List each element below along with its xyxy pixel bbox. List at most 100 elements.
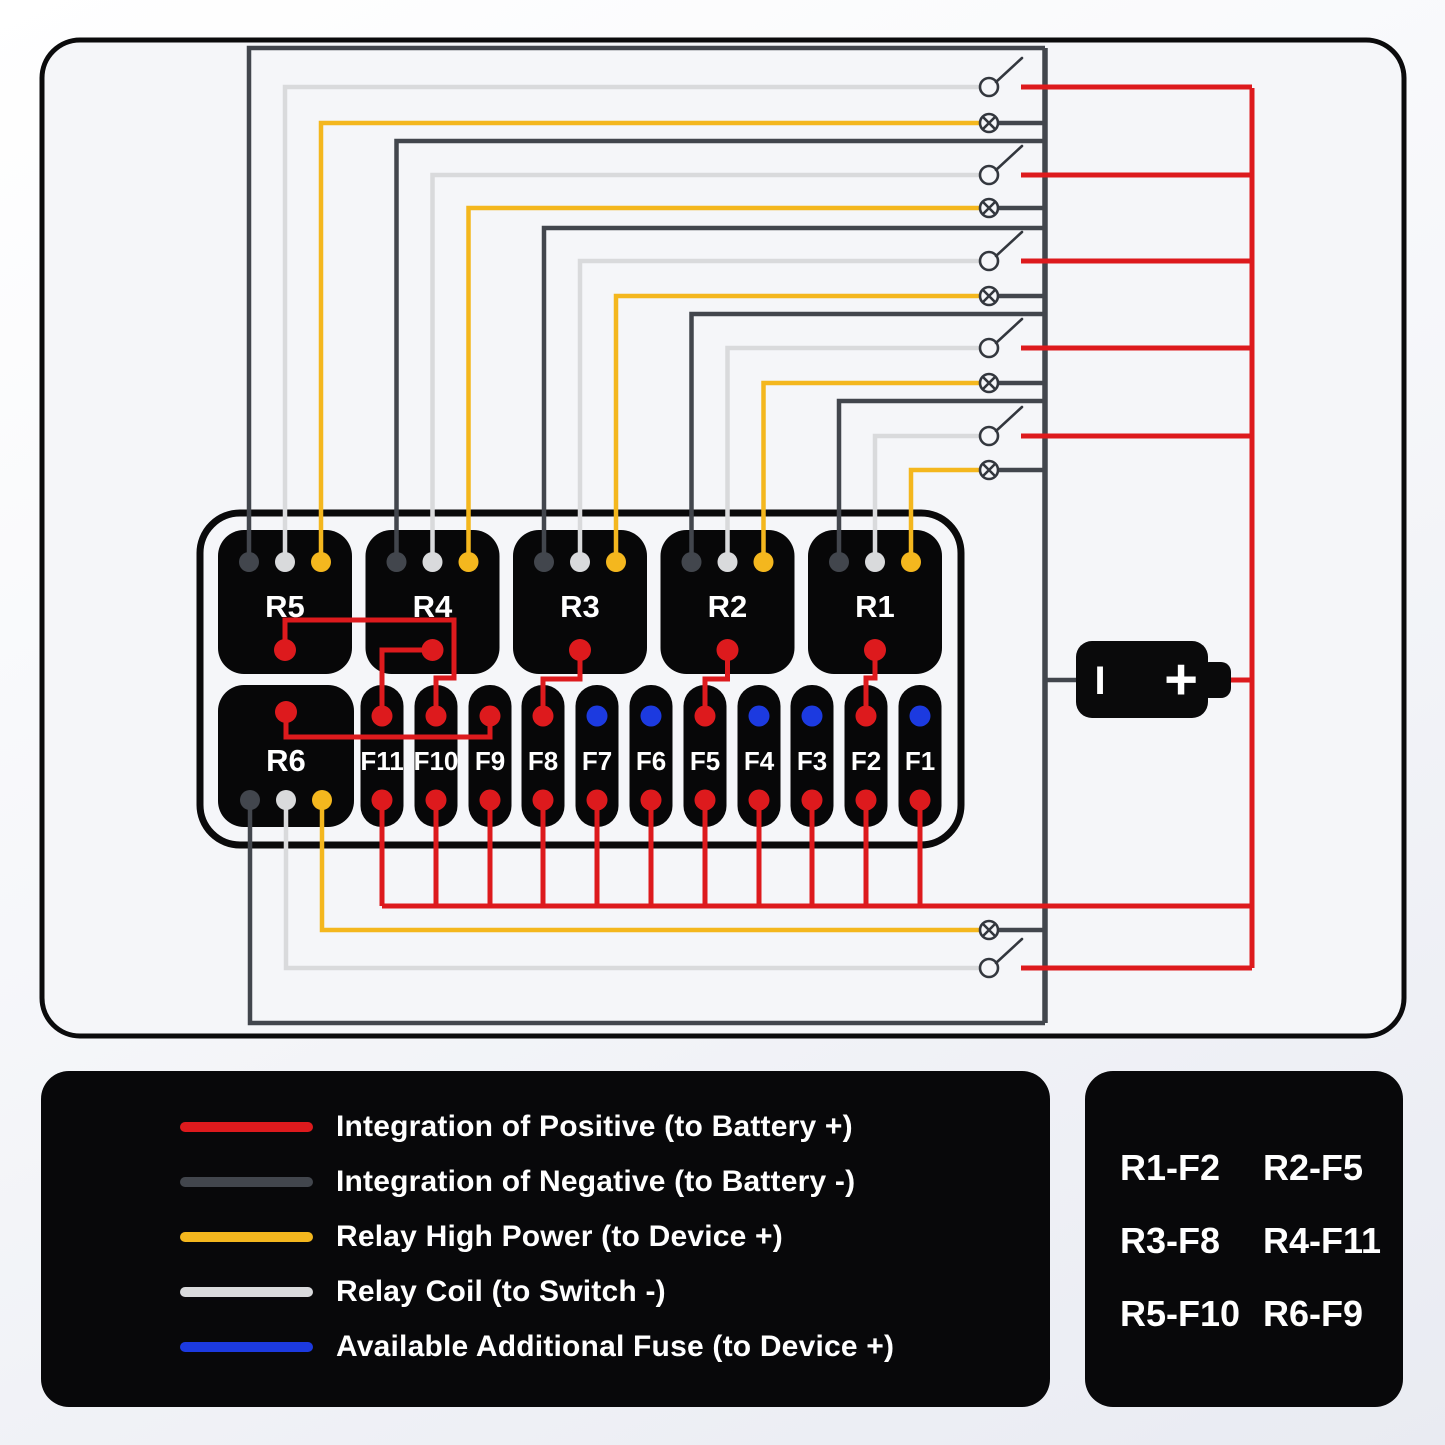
terminal-bottom-f1 xyxy=(909,789,931,811)
terminal-bottom-f4 xyxy=(748,789,770,811)
legend-panel: Integration of Positive (to Battery +) I… xyxy=(41,1071,1050,1407)
terminal-top-f7 xyxy=(586,705,608,727)
terminal-top-f11 xyxy=(371,705,393,727)
switch-icon-6 xyxy=(978,937,1024,979)
link-r2-f5 xyxy=(702,650,730,716)
terminal-top-f10 xyxy=(425,705,447,727)
lamp-icon-6 xyxy=(978,919,1000,941)
terminal-coil-r5 xyxy=(275,552,295,572)
terminal-top-f1 xyxy=(909,705,931,727)
fuse-label-f1: F1 xyxy=(905,746,935,776)
terminal-negative-r2 xyxy=(681,552,702,572)
terminal-negative-r1 xyxy=(829,552,849,572)
wire-coil-r5 xyxy=(282,84,981,562)
power-wire-swatch xyxy=(180,1231,313,1242)
legend-label: Integration of Negative (to Battery -) xyxy=(336,1164,856,1198)
terminal-bottom-f11 xyxy=(371,789,393,811)
fuse-label-f5: F5 xyxy=(690,746,720,776)
power-wires xyxy=(318,120,981,933)
fuse-block-f8 xyxy=(521,685,565,827)
terminal-power-r3 xyxy=(606,552,626,572)
relay-label-r1: R1 xyxy=(855,589,895,624)
terminal-bottom-f6 xyxy=(640,789,662,811)
positive-wire-swatch xyxy=(180,1121,313,1132)
link-r1-f2 xyxy=(863,650,878,716)
wire-coil-r4 xyxy=(430,172,981,562)
terminal-bottom-f3 xyxy=(801,789,823,811)
terminal-power-r5 xyxy=(311,552,331,572)
terminal-coil-r3 xyxy=(570,552,590,572)
legend-label: Relay Coil (to Switch -) xyxy=(336,1274,666,1308)
terminal-top-f6 xyxy=(640,705,662,727)
terminal-bottom-f8 xyxy=(532,789,554,811)
terminal-negative-r5 xyxy=(239,552,259,572)
battery-icon: I + xyxy=(1076,641,1231,718)
coil-wire-swatch xyxy=(180,1286,313,1297)
fuse-block-f10 xyxy=(414,685,458,827)
lamp-icon-2 xyxy=(978,197,1000,219)
lamp-icon-1 xyxy=(978,112,1000,134)
wire-negative-r4 xyxy=(394,138,1045,562)
terminal-output-r6 xyxy=(275,701,297,723)
legend-item-negative: Integration of Negative (to Battery -) xyxy=(41,1154,1050,1209)
wire-power-r6 xyxy=(319,800,981,933)
terminal-power-r1 xyxy=(901,552,921,572)
switch-icon-5 xyxy=(978,405,1024,447)
terminal-coil-r2 xyxy=(717,552,738,572)
terminal-bottom-f7 xyxy=(586,789,608,811)
fuse-wire-swatch xyxy=(180,1341,313,1352)
terminal-top-f3 xyxy=(801,705,823,727)
terminal-output-r5 xyxy=(274,639,296,661)
switches xyxy=(978,56,1024,979)
wire-power-r1 xyxy=(908,467,981,562)
pairing-cell: R1-F2 xyxy=(1120,1146,1221,1188)
legend-item-power: Relay High Power (to Device +) xyxy=(41,1209,1050,1264)
fuse-label-f7: F7 xyxy=(582,746,612,776)
lamp-icon-4 xyxy=(978,372,1000,394)
terminal-power-r2 xyxy=(753,552,774,572)
terminal-coil-r1 xyxy=(865,552,885,572)
wire-negative-r2 xyxy=(689,311,1045,562)
legend-item-positive: Integration of Positive (to Battery +) xyxy=(41,1099,1050,1154)
fuse-block-f7 xyxy=(575,685,619,827)
pairing-cell: R5-F10 xyxy=(1120,1292,1241,1334)
terminal-output-r1 xyxy=(864,639,886,661)
terminal-top-f2 xyxy=(855,705,877,727)
terminal-top-f8 xyxy=(532,705,554,727)
legend-item-fuse: Available Additional Fuse (to Device +) xyxy=(41,1319,1050,1374)
switch-icon-1 xyxy=(978,56,1024,98)
terminal-coil-r6 xyxy=(276,790,296,810)
wire-coil-r2 xyxy=(725,345,981,562)
wire-negative-r3 xyxy=(541,225,1045,562)
lamp-icon-5 xyxy=(978,459,1000,481)
lamp-icon-3 xyxy=(978,285,1000,307)
switch-icon-3 xyxy=(978,230,1024,272)
link-r3-f8 xyxy=(540,650,583,716)
battery-minus-mark: I xyxy=(1094,659,1105,703)
fuse-label-f4: F4 xyxy=(744,746,775,776)
wire-coil-r3 xyxy=(577,258,981,562)
terminal-negative-r4 xyxy=(386,552,407,572)
pairing-cell: R3-F8 xyxy=(1120,1219,1221,1261)
terminal-bottom-f2 xyxy=(855,789,877,811)
fuse-block-f5 xyxy=(683,685,727,827)
wire-power-r4 xyxy=(466,205,981,562)
pairing-cell: R6-F9 xyxy=(1263,1292,1364,1334)
fuse-label-f2: F2 xyxy=(851,746,881,776)
legend-label: Available Additional Fuse (to Device +) xyxy=(336,1329,895,1363)
fuse-labels: F11 F10 F9 F8 F7 F6 F5 F4 F3 F2 F1 xyxy=(360,746,935,776)
wire-negative-r6 xyxy=(247,800,1045,1026)
fuse-block-f9 xyxy=(468,685,512,827)
link-r4-f11 xyxy=(379,647,433,716)
fuse-block-f6 xyxy=(629,685,673,827)
pairing-cell: R4-F11 xyxy=(1263,1219,1382,1261)
terminal-bottom-f10 xyxy=(425,789,447,811)
link-r5-f10 xyxy=(282,617,457,716)
relay-labels: R5 R4 R3 R2 R1 R6 xyxy=(265,589,895,778)
fuse-block-f3 xyxy=(790,685,834,827)
relay-label-r2: R2 xyxy=(708,589,748,624)
terminal-negative-r6 xyxy=(240,790,260,810)
wire-power-r5 xyxy=(318,120,981,562)
terminal-top-f5 xyxy=(694,705,716,727)
fuse-block-f2 xyxy=(844,685,888,827)
